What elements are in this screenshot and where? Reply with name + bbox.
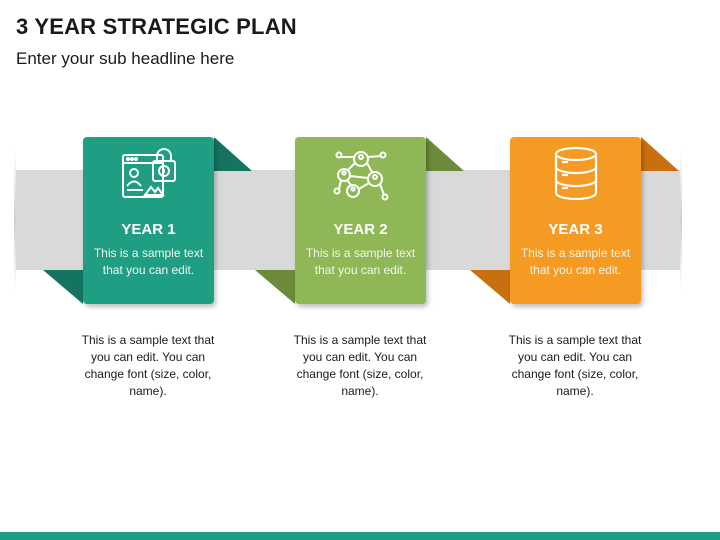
year1-card-text: This is a sample text that you can edit. <box>93 246 204 277</box>
year2-card-text: This is a sample text that you can edit. <box>305 246 416 277</box>
year1-label: YEAR 1 <box>121 221 176 238</box>
year2-card: YEAR 2 This is a sample text that you ca… <box>295 137 426 304</box>
year2-description: This is a sample text that you can edit.… <box>293 333 427 398</box>
year1-card: YEAR 1 This is a sample text that you ca… <box>83 137 214 304</box>
slide-title: 3 YEAR STRATEGIC PLAN <box>16 14 297 39</box>
database-icon <box>554 146 598 201</box>
profile-lock-icon <box>122 148 176 198</box>
year2-fold-top <box>426 137 464 171</box>
year2-fold-bottom <box>255 270 295 304</box>
slide-subtitle: Enter your sub headline here <box>16 49 235 68</box>
year3-description: This is a sample text that you can edit.… <box>508 333 642 398</box>
year3-card-text: This is a sample text that you can edit. <box>520 246 631 277</box>
year1-fold-top <box>214 137 252 171</box>
year1-description: This is a sample text that you can edit.… <box>81 333 215 398</box>
year2-label: YEAR 2 <box>333 221 388 238</box>
network-icon <box>333 151 389 201</box>
year3-card: YEAR 3 This is a sample text that you ca… <box>510 137 641 304</box>
year3-fold-top <box>641 137 679 171</box>
band-left-edge <box>14 150 16 290</box>
year3-label: YEAR 3 <box>548 221 603 238</box>
footer-accent-line <box>0 532 720 540</box>
year3-fold-bottom <box>470 270 510 304</box>
band-right-edge <box>680 150 682 290</box>
year1-fold-bottom <box>43 270 83 304</box>
